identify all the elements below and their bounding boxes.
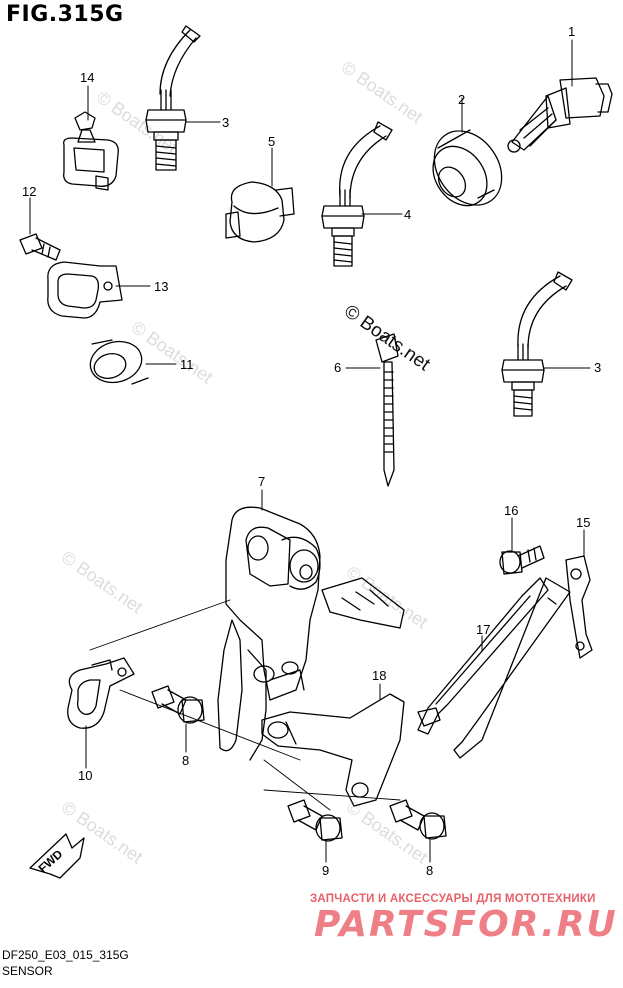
sensor-part-4 — [321, 121, 393, 267]
callout-17: 17 — [476, 622, 490, 637]
watermark-text: © Boats.net — [58, 547, 147, 617]
bracket-part-7 — [217, 506, 405, 761]
cable-tie-part-6 — [375, 333, 399, 487]
shop-tagline: ЗАПЧАСТИ И АКСЕССУАРЫ ДЛЯ МОТОТЕХНИКИ — [310, 893, 596, 905]
callout-9: 9 — [322, 863, 329, 878]
bracket-part-18 — [261, 693, 405, 807]
grommet-part-2 — [432, 129, 503, 207]
callout-1: 1 — [568, 24, 575, 39]
watermark-text: © Boats.net — [338, 57, 427, 127]
bolt-part-8-right — [389, 799, 447, 840]
diagram-code: DF250_E03_015_315G — [2, 948, 129, 962]
callout-12: 12 — [22, 184, 36, 199]
callout-16: 16 — [504, 503, 518, 518]
bolt-part-16 — [499, 545, 545, 575]
callout-13: 13 — [154, 279, 168, 294]
watermark-text: © Boats.net — [340, 301, 434, 376]
callout-11: 11 — [180, 357, 194, 372]
callout-8: 8 — [426, 863, 433, 878]
leader-lines — [29, 39, 591, 863]
watermark-text: © Boats.net — [343, 797, 432, 867]
callout-6: 6 — [334, 360, 341, 375]
clamp-part-10 — [67, 657, 135, 729]
fwd-label: FWD — [36, 847, 66, 876]
fwd-arrow: FWD — [29, 833, 85, 879]
section-name: SENSOR — [2, 964, 53, 978]
shop-logo: PARTSFOR.RU — [314, 904, 618, 945]
bolt-part-12 — [19, 233, 61, 261]
sensor-part-3-top — [145, 25, 201, 171]
watermark-text: © Boats.net — [58, 797, 147, 867]
callout-7: 7 — [258, 474, 265, 489]
bracket-part-15 — [453, 555, 593, 759]
grommet-part-11 — [89, 339, 149, 385]
callout-4: 4 — [404, 207, 411, 222]
figure-title: FIG.315G — [6, 2, 124, 27]
clip-part-14 — [63, 111, 119, 191]
callout-14: 14 — [80, 70, 94, 85]
callout-5: 5 — [268, 134, 275, 149]
callout-10: 10 — [78, 768, 92, 783]
clamp-part-13 — [47, 261, 123, 319]
watermark-text: © Boats.net — [128, 317, 217, 387]
callout-2: 2 — [458, 92, 465, 107]
bolt-part-8-left — [151, 685, 205, 724]
sensor-part-5 — [225, 181, 295, 243]
bracket-part-17 — [417, 577, 549, 735]
callout-18: 18 — [372, 668, 386, 683]
callout-3: 3 — [222, 115, 229, 130]
callout-8: 8 — [182, 753, 189, 768]
sensor-part-1 — [507, 77, 613, 153]
sensor-part-3-right — [501, 271, 573, 417]
callout-15: 15 — [576, 515, 590, 530]
callout-3: 3 — [594, 360, 601, 375]
bolt-part-9 — [287, 799, 343, 842]
